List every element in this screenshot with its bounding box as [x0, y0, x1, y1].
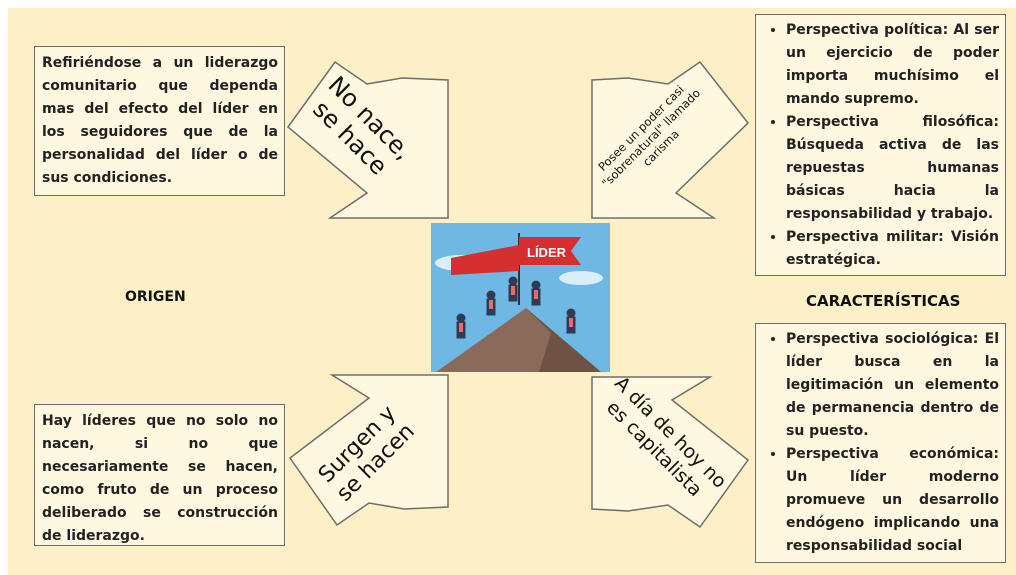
arrow-top-right	[591, 60, 750, 219]
characteristics-top-list: Perspectiva política: Al ser un ejercici…	[756, 19, 1005, 272]
characteristics-box-top: Perspectiva política: Al ser un ejercici…	[755, 14, 1006, 276]
flag-label: LÍDER	[527, 245, 567, 260]
list-item: Perspectiva militar: Visión estratégica.	[786, 226, 999, 272]
arrow-top-left	[286, 60, 449, 219]
characteristics-box-bottom: Perspectiva sociológica: El líder busca …	[755, 323, 1006, 563]
heading-origen: ORIGEN	[125, 289, 186, 305]
list-item: Perspectiva sociológica: El líder busca …	[786, 328, 999, 443]
arrow-bottom-left	[288, 374, 449, 527]
list-item: Perspectiva económica: Un líder moderno …	[786, 443, 999, 558]
characteristics-bottom-list: Perspectiva sociológica: El líder busca …	[756, 328, 1005, 558]
arrow-bottom-right	[591, 376, 750, 529]
list-item: Perspectiva política: Al ser un ejercici…	[786, 19, 999, 111]
origin-box-top: Refiriéndose a un liderazgo comunitario …	[34, 46, 285, 196]
origin-box-top-text: Refiriéndose a un liderazgo comunitario …	[42, 55, 278, 186]
leader-illustration: LÍDER	[431, 223, 610, 372]
heading-caracteristicas: CARACTERÍSTICAS	[806, 292, 961, 310]
list-item: Perspectiva filosófica: Búsqueda activa …	[786, 111, 999, 226]
origin-box-bottom-text: Hay líderes que no solo no nacen, si no …	[42, 413, 278, 544]
origin-box-bottom: Hay líderes que no solo no nacen, si no …	[34, 404, 285, 546]
